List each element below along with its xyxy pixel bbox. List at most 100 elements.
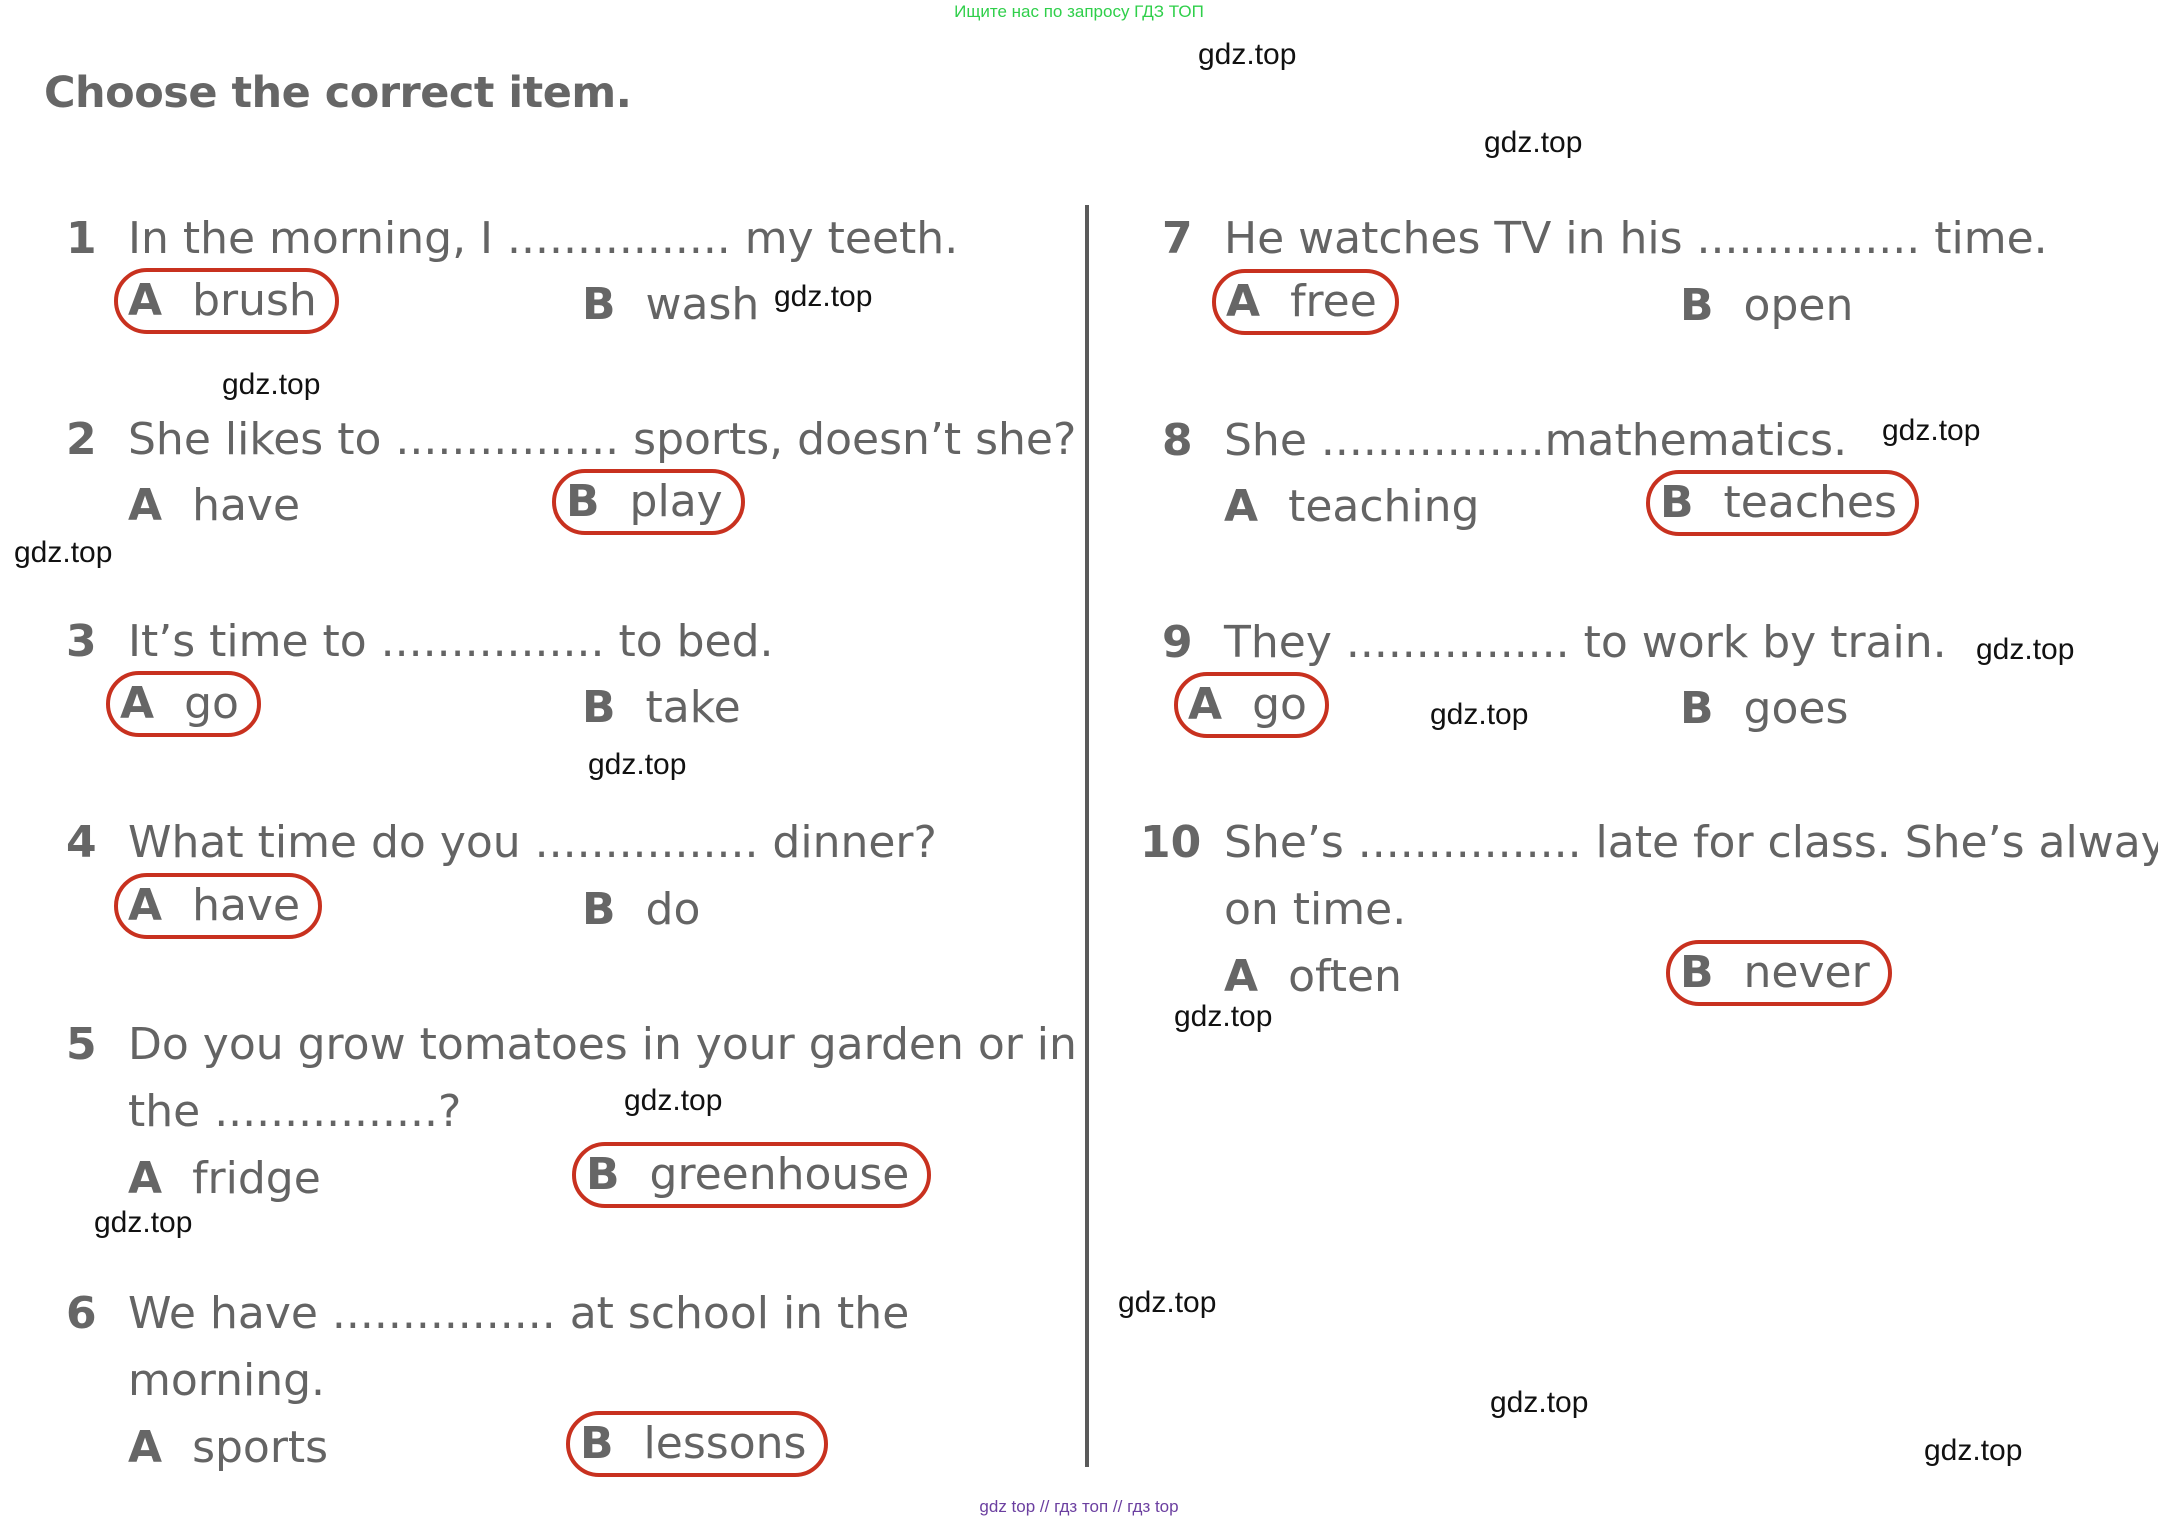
watermark: gdz.top: [14, 536, 113, 569]
option-letter: B: [586, 1149, 620, 1200]
option-letter: A: [128, 275, 163, 326]
option-text: brush: [192, 275, 317, 326]
option-text: go: [1252, 679, 1307, 730]
option-letter: B: [582, 682, 616, 733]
option-text: play: [629, 476, 723, 527]
question-number: 1: [66, 213, 97, 264]
option-letter: A: [1226, 276, 1261, 327]
watermark: gdz.top: [94, 1206, 193, 1239]
question-number: 2: [66, 414, 97, 465]
question-text: What time do you ................ dinner…: [128, 817, 937, 868]
question-10-line2: on time.: [1224, 877, 1406, 943]
watermark: gdz.top: [1490, 1386, 1589, 1419]
watermark: gdz.top: [1174, 1000, 1273, 1033]
question-text-continued: the ................?: [128, 1086, 462, 1137]
watermark: gdz.top: [1484, 126, 1583, 159]
question-6-line2: morning.: [128, 1348, 325, 1414]
question-text: She ................mathematics.: [1224, 415, 1848, 466]
option-letter: A: [1224, 951, 1259, 1002]
option-letter: B: [582, 279, 616, 330]
option-text: open: [1743, 280, 1854, 331]
option-text: have: [192, 480, 301, 531]
option-letter: A: [128, 880, 163, 931]
option-text: do: [645, 884, 701, 935]
option-letter: A: [120, 678, 155, 729]
question-5-line2: the ................?: [128, 1079, 461, 1145]
question-text: In the morning, I ................ my te…: [128, 213, 959, 264]
option-letter: A: [128, 1153, 163, 1204]
top-banner: Ищите нас по запросу ГДЗ ТОП: [954, 2, 1204, 21]
option-letter: B: [566, 476, 600, 527]
option-letter: A: [1224, 481, 1259, 532]
watermark: gdz.top: [1118, 1286, 1217, 1319]
option-text: greenhouse: [649, 1149, 910, 1200]
question-number: 4: [66, 817, 97, 868]
bottom-banner: gdz top // гдз топ // гдз top: [979, 1497, 1179, 1516]
question-text-continued: morning.: [128, 1355, 326, 1406]
question-text: She likes to ................ sports, do…: [128, 414, 1077, 465]
question-text: She’s ................ late for class. S…: [1224, 817, 2158, 868]
option-letter: A: [128, 1422, 163, 1473]
question-text: He watches TV in his ................ ti…: [1224, 213, 2048, 264]
option-letter: A: [1188, 679, 1223, 730]
option-text: teaching: [1288, 481, 1480, 532]
option-text: free: [1290, 276, 1377, 327]
watermark: gdz.top: [588, 748, 687, 781]
question-number: 3: [66, 616, 97, 667]
watermark: gdz.top: [624, 1084, 723, 1117]
option-text: wash: [645, 279, 760, 330]
option-letter: A: [128, 480, 163, 531]
option-letter: B: [1660, 477, 1694, 528]
exercise-title: Choose the correct item.: [44, 68, 632, 118]
option-text: lessons: [643, 1418, 807, 1469]
option-letter: B: [1680, 947, 1714, 998]
watermark: gdz.top: [1430, 698, 1529, 731]
question-text: It’s time to ................ to bed.: [128, 616, 774, 667]
question-number: 10: [1140, 817, 1202, 868]
question-text-continued: on time.: [1224, 884, 1407, 935]
option-text: often: [1288, 951, 1402, 1002]
watermark: gdz.top: [222, 368, 321, 401]
watermark: gdz.top: [1198, 38, 1297, 71]
option-letter: B: [580, 1418, 614, 1469]
question-number: 8: [1162, 415, 1193, 466]
column-divider: [1085, 205, 1089, 1467]
watermark: gdz.top: [1976, 633, 2075, 666]
option-letter: B: [582, 884, 616, 935]
option-text: teaches: [1723, 477, 1897, 528]
option-text: take: [645, 682, 741, 733]
question-text: Do you grow tomatoes in your garden or i…: [128, 1019, 1077, 1070]
option-text: sports: [192, 1422, 329, 1473]
watermark: gdz.top: [774, 280, 873, 313]
question-number: 6: [66, 1288, 97, 1339]
watermark: gdz.top: [1924, 1434, 2023, 1467]
question-number: 5: [66, 1019, 97, 1070]
option-text: never: [1743, 947, 1870, 998]
option-text: fridge: [192, 1153, 321, 1204]
option-text: go: [184, 678, 239, 729]
option-text: have: [192, 880, 301, 931]
question-text: We have ................ at school in th…: [128, 1288, 910, 1339]
question-number: 9: [1162, 617, 1193, 668]
question-number: 7: [1162, 213, 1193, 264]
